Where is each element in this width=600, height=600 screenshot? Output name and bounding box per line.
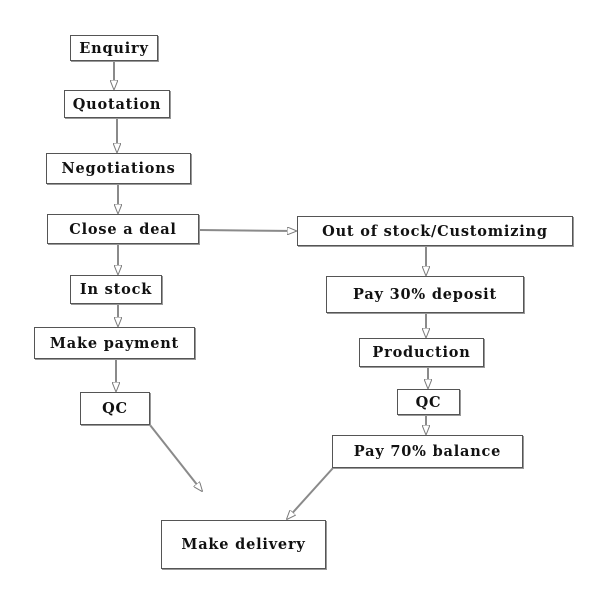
node-label: Production <box>372 344 471 361</box>
node-close-deal: Close a deal <box>47 214 199 244</box>
node-pay-balance: Pay 70% balance <box>332 435 523 468</box>
node-label: In stock <box>79 281 153 298</box>
arrow-close-deal-to-out-of-stock <box>198 230 296 231</box>
node-quotation: Quotation <box>64 90 170 118</box>
node-label: Negotiations <box>61 160 176 177</box>
node-make-payment: Make payment <box>34 327 195 359</box>
node-label: Close a deal <box>69 220 177 238</box>
node-qc-right: QC <box>397 389 460 415</box>
node-label: Quotation <box>72 95 162 113</box>
node-label: Out of stock/Customizing <box>322 222 548 240</box>
node-label: QC <box>102 400 128 417</box>
node-label: Make delivery <box>181 536 306 553</box>
node-qc-left: QC <box>80 392 150 425</box>
node-out-of-stock: Out of stock/Customizing <box>297 216 573 246</box>
node-in-stock: In stock <box>70 275 162 304</box>
node-production: Production <box>359 338 484 367</box>
node-label: Enquiry <box>79 39 149 57</box>
node-make-delivery: Make delivery <box>161 520 326 569</box>
node-label: QC <box>415 393 442 411</box>
node-label: Make payment <box>49 334 180 352</box>
node-label: Pay 30% deposit <box>353 286 497 303</box>
node-pay-deposit: Pay 30% deposit <box>326 276 524 313</box>
node-enquiry: Enquiry <box>70 35 158 61</box>
arrow-qc-left-to-make-delivery <box>149 424 202 491</box>
node-negotiations: Negotiations <box>46 153 191 184</box>
node-label: Pay 70% balance <box>353 443 502 460</box>
arrow-balance-to-make-delivery <box>287 467 334 519</box>
